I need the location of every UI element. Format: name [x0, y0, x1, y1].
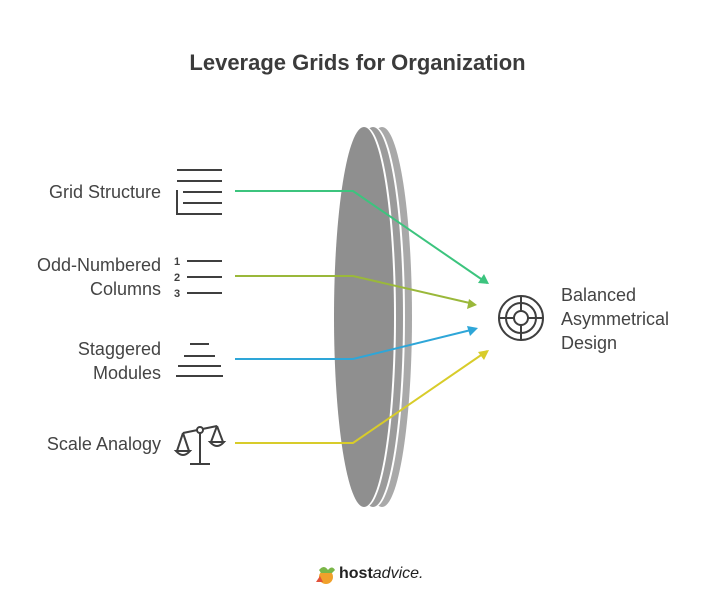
- numbered-list-icon: 1 2 3: [174, 256, 222, 300]
- brand: hostadvice.: [313, 561, 423, 587]
- number-2: 2: [174, 272, 180, 284]
- grid-lines-icon: [176, 169, 222, 215]
- lens: [334, 127, 412, 507]
- label-line: Modules: [92, 363, 161, 383]
- label-line: Grid Structure: [48, 182, 161, 202]
- balance-scale-icon: [173, 425, 227, 465]
- arrowhead-grid-structure: [478, 274, 489, 284]
- label-line: Staggered: [77, 339, 161, 359]
- stacked-lines-icon: [176, 343, 223, 377]
- output-line: Balanced: [561, 285, 637, 305]
- label-odd-numbered-columns: Odd-Numbered Columns: [0, 253, 161, 301]
- output-line: Design: [561, 333, 618, 353]
- connector-staggered-modules: [235, 328, 476, 360]
- arrowhead-scale-analogy: [478, 350, 489, 360]
- connector-scale-analogy: [235, 350, 488, 444]
- label-line: Scale Analogy: [46, 434, 161, 454]
- label-grid-structure: Grid Structure: [0, 180, 161, 204]
- arrowhead-odd-columns: [467, 299, 477, 309]
- label-staggered-modules: Staggered Modules: [0, 337, 161, 385]
- page-title: Leverage Grids for Organization: [189, 50, 526, 75]
- label-line: Odd-Numbered: [36, 255, 161, 275]
- number-1: 1: [174, 256, 180, 268]
- brand-name: hostadvice.: [339, 565, 424, 582]
- output-label: Balanced Asymmetrical Design: [561, 283, 711, 355]
- output-line: Asymmetrical: [561, 309, 670, 329]
- number-3: 3: [174, 288, 180, 300]
- connector-odd-columns: [235, 275, 475, 305]
- connector-grid-structure: [235, 190, 488, 284]
- label-line: Columns: [89, 279, 161, 299]
- label-scale-analogy: Scale Analogy: [0, 432, 161, 456]
- arrowhead-staggered-modules: [467, 326, 478, 336]
- brand-logo-icon: [316, 567, 335, 584]
- target-icon: [498, 295, 544, 341]
